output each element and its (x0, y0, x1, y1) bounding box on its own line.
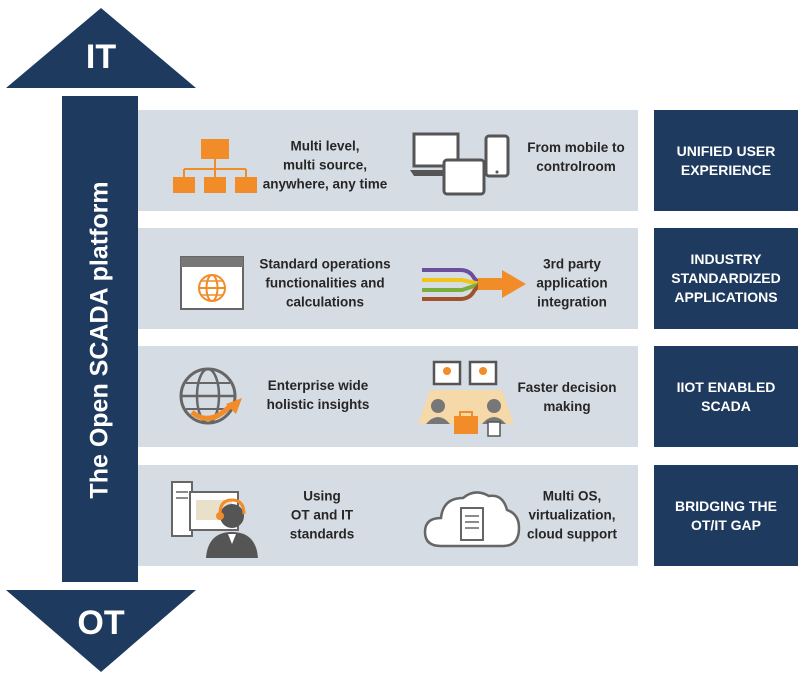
globe-icon (179, 367, 242, 425)
integration-arrow-icon (422, 268, 526, 301)
text-enterprise-wide: Enterprise wide holistic insights (266, 378, 370, 412)
cloud-server-icon (423, 491, 521, 548)
category-unified-user-experience: UNIFIED USER EXPERIENCE (654, 110, 798, 211)
category-iiot-enabled: IIOT ENABLED SCADA (654, 346, 798, 447)
devices-icon (410, 132, 510, 196)
row-unified-user-experience (138, 110, 638, 211)
text-3rd-party: 3rd party application integration (536, 256, 608, 310)
meeting-icon (418, 360, 514, 437)
category-industry-standardized: INDUSTRY STANDARDIZED APPLICATIONS (654, 228, 798, 329)
platform-bar (62, 96, 138, 582)
it-arrow (6, 8, 196, 88)
ot-label: OT (77, 604, 125, 642)
text-multi-level: Multi level, multi source, anywhere, any… (262, 138, 388, 192)
text-multi-os: Multi OS, virtualization, cloud support (527, 488, 617, 542)
category-bridging-gap: BRIDGING THE OT/IT GAP (654, 465, 798, 566)
org-chart-icon (173, 139, 257, 193)
text-standard-operations: Standard operations functionalities and … (259, 256, 391, 310)
text-from-mobile: From mobile to controlroom (527, 140, 625, 174)
web-window-icon (180, 256, 244, 310)
operator-icon (171, 481, 258, 558)
it-label: IT (85, 38, 117, 76)
text-using-ot-it: Using OT and IT standards (289, 488, 355, 542)
text-faster-decision: Faster decision making (517, 380, 617, 414)
platform-title: The Open SCADA platform (85, 181, 114, 499)
ot-arrow (6, 590, 196, 672)
